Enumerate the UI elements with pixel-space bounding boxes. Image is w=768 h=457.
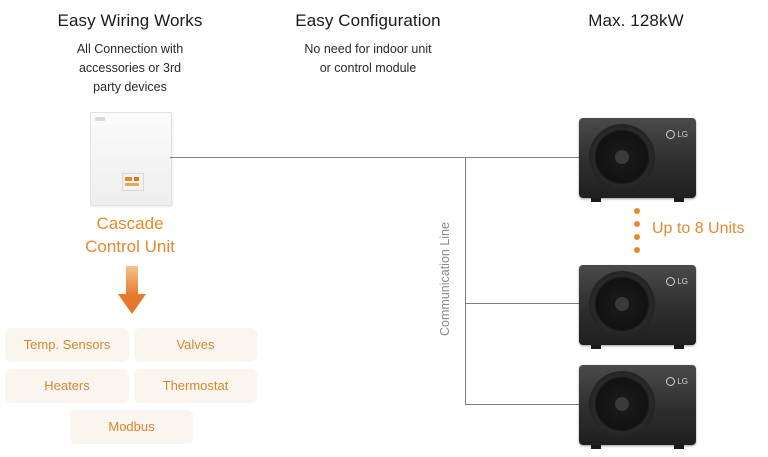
heat-pump-unit-1: LG <box>579 118 696 202</box>
main-connection-line <box>170 157 580 158</box>
wiring-subtitle-line-3: party devices <box>93 80 167 94</box>
heat-pump-unit-3: LG <box>579 365 696 449</box>
config-subtitle-line-1: No need for indoor unit <box>304 42 432 56</box>
device-logo-icon <box>95 117 105 121</box>
communication-line-text: Communication Line <box>438 222 452 336</box>
wiring-title: Easy Wiring Works <box>57 11 203 30</box>
cascade-label-line-1: Cascade <box>96 214 164 233</box>
device-display-icon <box>122 173 144 191</box>
lg-logo-icon: LG <box>666 130 688 139</box>
accessory-valves: Valves <box>134 328 257 362</box>
accessory-heaters: Heaters <box>5 369 129 403</box>
cascade-label-line-2: Control Unit <box>85 237 175 256</box>
cascade-control-unit-image <box>90 112 172 206</box>
accessory-temp-sensors: Temp. Sensors <box>5 328 129 362</box>
capacity-title: Max. 128kW <box>588 11 684 30</box>
config-subtitle: No need for indoor unit or control modul… <box>268 40 468 78</box>
accessory-thermostat: Thermostat <box>134 369 257 403</box>
fan-icon <box>589 124 655 190</box>
vertical-bus-line <box>465 157 466 404</box>
fan-icon <box>589 271 655 337</box>
config-title: Easy Configuration <box>295 11 441 30</box>
ellipsis-dot-1 <box>634 208 640 214</box>
ellipsis-dot-3 <box>634 234 640 240</box>
down-arrow-icon <box>118 266 146 314</box>
lg-logo-icon: LG <box>666 377 688 386</box>
branch-line-2 <box>465 303 580 304</box>
wiring-subtitle-line-1: All Connection with <box>76 42 184 56</box>
ellipsis-dot-2 <box>634 221 640 227</box>
cascade-label: Cascade Control Unit <box>50 212 210 258</box>
fan-icon <box>589 371 655 437</box>
accessory-modbus: Modbus <box>70 410 193 444</box>
units-label: Up to 8 Units <box>652 220 745 237</box>
ellipsis-dot-4 <box>634 247 640 253</box>
heat-pump-unit-2: LG <box>579 265 696 349</box>
config-subtitle-line-2: or control module <box>319 61 417 75</box>
branch-line-3 <box>465 404 580 405</box>
wiring-subtitle-line-2: accessories or 3rd <box>78 61 182 75</box>
lg-logo-icon: LG <box>666 277 688 286</box>
wiring-subtitle: All Connection with accessories or 3rd p… <box>30 40 230 97</box>
